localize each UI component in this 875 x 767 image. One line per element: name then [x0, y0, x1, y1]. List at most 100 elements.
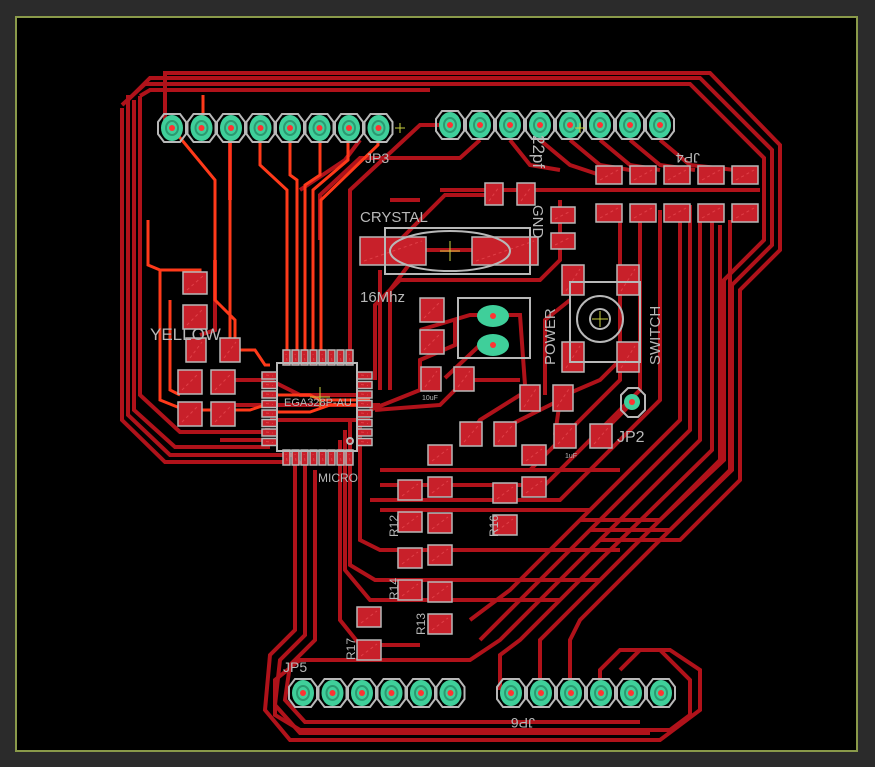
chip-pin[interactable]	[300, 349, 309, 366]
trace[interactable]	[508, 138, 561, 172]
trace[interactable]	[138, 88, 430, 98]
chip-pin[interactable]	[300, 449, 309, 466]
chip-pin[interactable]	[282, 349, 291, 366]
resistor-pad[interactable]	[427, 581, 453, 603]
trace[interactable]	[120, 108, 290, 464]
chip-pin[interactable]	[291, 349, 300, 366]
jp6-pin[interactable]	[526, 678, 556, 708]
jp3-pin[interactable]	[157, 113, 187, 143]
chip-pin[interactable]	[336, 349, 345, 366]
trace[interactable]	[348, 123, 440, 350]
resistor-pad[interactable]	[177, 401, 203, 427]
resistor-pad[interactable]	[521, 476, 547, 498]
resistor-pad[interactable]	[177, 369, 203, 395]
jp4-pin[interactable]	[525, 110, 555, 140]
trace[interactable]	[262, 455, 702, 742]
jp6-pin[interactable]	[616, 678, 646, 708]
resistor-pad[interactable]	[731, 165, 759, 185]
jp4-pin[interactable]	[495, 110, 525, 140]
jp4-pin[interactable]	[435, 110, 465, 140]
jp5-pin[interactable]	[288, 678, 318, 708]
capacitor-pad[interactable]	[552, 384, 574, 412]
chip-pin[interactable]	[261, 371, 278, 380]
chip-pin[interactable]	[356, 399, 373, 409]
resistor-pad[interactable]	[219, 337, 241, 363]
jp4-pin[interactable]	[615, 110, 645, 140]
resistor-pad[interactable]	[629, 165, 657, 185]
highlight-trace[interactable]	[240, 348, 270, 367]
capacitor-pad[interactable]	[516, 182, 536, 206]
crystal-pad[interactable]	[471, 236, 539, 266]
resistor-pad[interactable]	[492, 514, 518, 536]
jp5-pin[interactable]	[347, 678, 377, 708]
chip-pin[interactable]	[356, 409, 373, 418]
power-connector-pin[interactable]	[477, 305, 509, 327]
capacitor-pad[interactable]	[519, 384, 541, 412]
jp4-pin[interactable]	[465, 110, 495, 140]
jp5-pin[interactable]	[435, 678, 466, 708]
trace[interactable]	[138, 96, 265, 434]
chip-pin[interactable]	[291, 449, 300, 466]
switch-pad[interactable]	[616, 264, 640, 296]
resistor-pad[interactable]	[185, 337, 207, 363]
capacitor-pad[interactable]	[459, 421, 483, 447]
capacitor-pad[interactable]	[550, 206, 576, 224]
resistor-pad[interactable]	[427, 544, 453, 566]
trace[interactable]	[369, 320, 457, 412]
capacitor-pad[interactable]	[493, 421, 517, 447]
jp6-pin[interactable]	[586, 678, 616, 708]
chip-pin[interactable]	[345, 449, 354, 466]
chip-pin[interactable]	[261, 428, 278, 437]
chip-pin[interactable]	[327, 449, 336, 466]
chip-pin[interactable]	[261, 409, 278, 418]
jp4-pin[interactable]	[585, 110, 615, 140]
led-pad[interactable]	[419, 297, 445, 323]
resistor-pad[interactable]	[356, 606, 382, 628]
chip-pin[interactable]	[356, 380, 373, 390]
resistor-pad[interactable]	[427, 444, 453, 466]
chip-pin[interactable]	[309, 349, 318, 366]
jp3-pin[interactable]	[304, 113, 335, 143]
trace[interactable]	[282, 470, 640, 724]
highlight-trace[interactable]	[270, 403, 370, 414]
led-pad[interactable]	[419, 329, 445, 355]
chip-pin[interactable]	[356, 437, 373, 447]
capacitor-pad[interactable]	[484, 182, 504, 206]
jp6-pin[interactable]	[496, 678, 526, 708]
jp5-pin[interactable]	[317, 678, 348, 708]
resistor-pad[interactable]	[397, 547, 423, 569]
trace[interactable]	[374, 378, 520, 412]
trace[interactable]	[343, 430, 560, 602]
jp3-pin[interactable]	[245, 113, 276, 143]
power-connector-pin[interactable]	[477, 334, 509, 356]
chip-pin[interactable]	[356, 428, 373, 437]
resistor-pad[interactable]	[210, 369, 236, 395]
switch-pad[interactable]	[561, 341, 585, 373]
resistor-pad[interactable]	[397, 511, 423, 533]
resistor-pad[interactable]	[663, 203, 691, 223]
trace[interactable]	[478, 205, 692, 642]
resistor-pad[interactable]	[397, 479, 423, 501]
trace[interactable]	[230, 378, 360, 397]
resistor-pad[interactable]	[731, 203, 759, 223]
jp6-pin[interactable]	[556, 678, 586, 708]
trace[interactable]	[398, 193, 500, 242]
switch-pad[interactable]	[616, 341, 640, 373]
resistor-pad[interactable]	[427, 613, 453, 635]
resistor-pad[interactable]	[595, 203, 623, 223]
jp5-pin[interactable]	[406, 678, 436, 708]
resistor-pad[interactable]	[492, 482, 518, 504]
trace[interactable]	[370, 210, 662, 502]
capacitor-pad[interactable]	[550, 232, 576, 250]
highlight-trace[interactable]	[170, 127, 237, 345]
jp2-pin[interactable]	[624, 394, 640, 410]
capacitor-pad[interactable]	[589, 423, 613, 449]
led-pad[interactable]	[182, 271, 208, 295]
jp3-pin[interactable]	[363, 113, 394, 143]
chip-pin[interactable]	[356, 418, 373, 428]
chip-pin[interactable]	[336, 449, 345, 466]
switch-pad[interactable]	[561, 264, 585, 296]
jp4-pin[interactable]	[555, 110, 585, 140]
resistor-pad[interactable]	[697, 203, 725, 223]
trace[interactable]	[373, 200, 562, 380]
